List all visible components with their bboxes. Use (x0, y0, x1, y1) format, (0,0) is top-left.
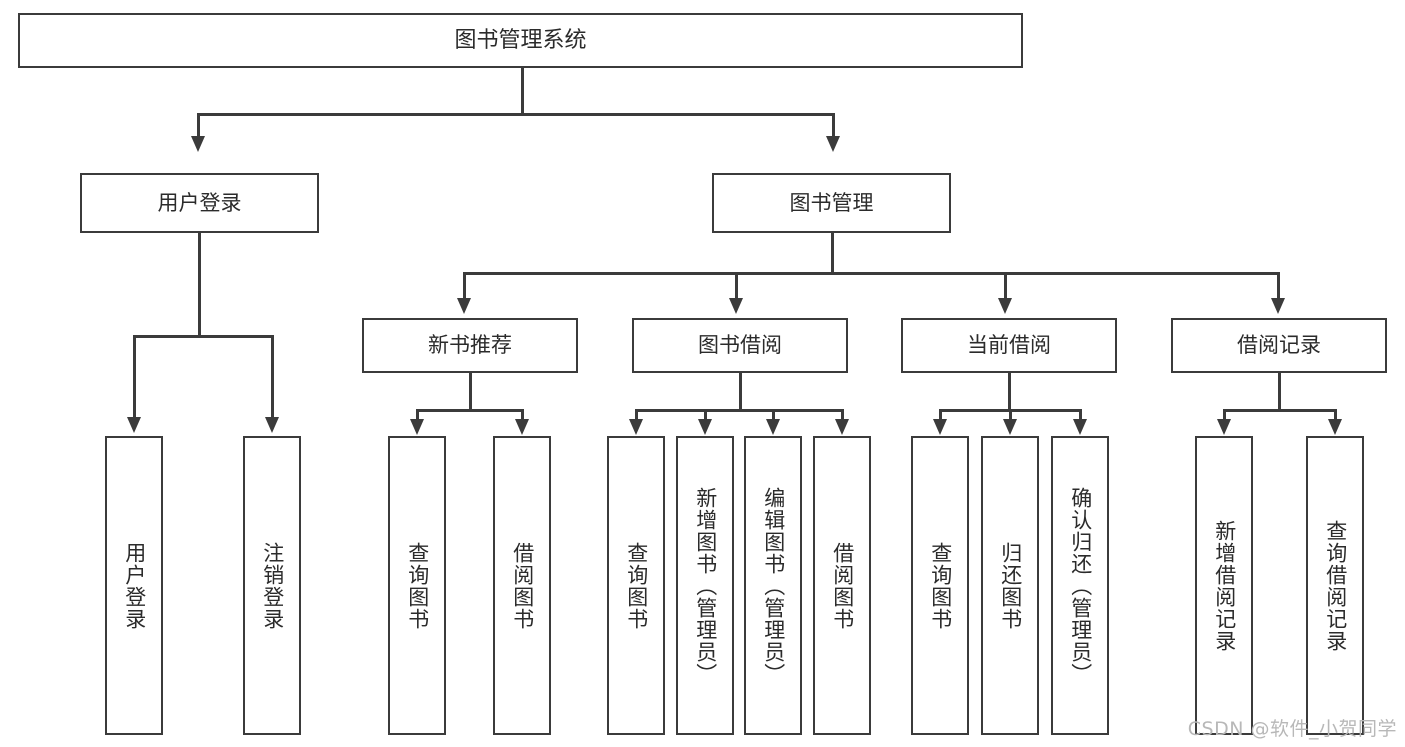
connector-level3-bus (463, 272, 1279, 275)
connector-user-login-stem (198, 233, 201, 335)
leaf-bb-edit-book[interactable]: 编辑图书（管理员） (744, 436, 802, 735)
node-book-borrow[interactable]: 图书借阅 (632, 318, 848, 373)
node-book-management[interactable]: 图书管理 (712, 173, 951, 233)
leaf-label: 查询图书 (928, 541, 953, 630)
connector-bb-leaf-3 (772, 409, 775, 420)
leaf-nbr-borrow-book[interactable]: 借阅图书 (493, 436, 551, 735)
connector-level2-bus (197, 113, 834, 116)
connector-borrow-record-bus (1223, 409, 1336, 412)
leaf-label: 编辑图书（管理员） (761, 486, 786, 685)
leaf-bb-borrow-book[interactable]: 借阅图书 (813, 436, 871, 735)
arrowhead-leaf-bb-borrow-book (835, 419, 849, 435)
arrowhead-leaf-cb-confirm-return (1073, 419, 1087, 435)
leaf-label: 确认归还（管理员） (1068, 486, 1093, 685)
connector-bb-leaf-1 (635, 409, 638, 420)
connector-book-management-stem (831, 233, 834, 272)
leaf-br-add-record[interactable]: 新增借阅记录 (1195, 436, 1253, 735)
leaf-bb-query-book[interactable]: 查询图书 (607, 436, 665, 735)
connector-new-book-recommend-bus (416, 409, 524, 412)
connector-to-book-management (832, 113, 835, 138)
connector-to-current-borrow (1004, 272, 1007, 300)
node-user-login[interactable]: 用户登录 (80, 173, 319, 233)
arrowhead-leaf-bb-add-book (698, 419, 712, 435)
arrowhead-leaf-logout (265, 417, 279, 433)
node-label: 借阅记录 (1237, 333, 1321, 358)
leaf-label: 用户登录 (122, 541, 147, 630)
connector-to-new-book-recommend (463, 272, 466, 300)
connector-br-leaf-1 (1223, 409, 1226, 420)
connector-to-borrow-record (1277, 272, 1280, 300)
node-label: 图书管理系统 (454, 27, 587, 53)
node-current-borrow[interactable]: 当前借阅 (901, 318, 1117, 373)
leaf-label: 查询图书 (405, 541, 430, 630)
leaf-label: 借阅图书 (830, 541, 855, 630)
connector-cb-leaf-3 (1079, 409, 1082, 420)
leaf-label: 新增借阅记录 (1212, 519, 1237, 652)
leaf-br-query-record[interactable]: 查询借阅记录 (1306, 436, 1364, 735)
connector-nbr-leaf-2 (521, 409, 524, 420)
leaf-cb-return-book[interactable]: 归还图书 (981, 436, 1039, 735)
leaf-cb-confirm-return[interactable]: 确认归还（管理员） (1051, 436, 1109, 735)
connector-nbr-leaf-1 (416, 409, 419, 420)
connector-new-book-recommend-stem (469, 373, 472, 409)
arrowhead-current-borrow (998, 298, 1012, 314)
leaf-logout[interactable]: 注销登录 (243, 436, 301, 735)
node-label: 图书管理 (789, 190, 874, 215)
csdn-watermark: CSDN @软件_小贺同学 (1187, 718, 1397, 740)
leaf-label: 归还图书 (998, 541, 1023, 630)
connector-bb-leaf-2 (704, 409, 707, 420)
arrowhead-book-management (826, 136, 840, 152)
leaf-label: 新增图书（管理员） (693, 486, 718, 685)
connector-cb-leaf-2 (1009, 409, 1012, 420)
arrowhead-leaf-nbr-query-book (410, 419, 424, 435)
leaf-cb-query-book[interactable]: 查询图书 (911, 436, 969, 735)
node-label: 图书借阅 (698, 333, 782, 358)
node-label: 新书推荐 (428, 333, 512, 358)
leaf-label: 注销登录 (260, 541, 285, 630)
connector-to-book-borrow (735, 272, 738, 300)
arrowhead-leaf-br-query-record (1328, 419, 1342, 435)
leaf-label: 查询借阅记录 (1323, 519, 1348, 652)
connector-borrow-record-stem (1278, 373, 1281, 409)
node-new-book-recommend[interactable]: 新书推荐 (362, 318, 578, 373)
arrowhead-leaf-bb-query-book (629, 419, 643, 435)
arrowhead-leaf-nbr-borrow-book (515, 419, 529, 435)
connector-book-borrow-bus (635, 409, 843, 412)
connector-book-borrow-stem (739, 373, 742, 409)
connector-to-user-login (197, 113, 200, 138)
leaf-nbr-query-book[interactable]: 查询图书 (388, 436, 446, 735)
arrowhead-leaf-bb-edit-book (766, 419, 780, 435)
leaf-label: 查询图书 (624, 541, 649, 630)
leaf-bb-add-book[interactable]: 新增图书（管理员） (676, 436, 734, 735)
connector-bb-leaf-4 (841, 409, 844, 420)
node-root-book-management-system[interactable]: 图书管理系统 (18, 13, 1023, 68)
leaf-user-login[interactable]: 用户登录 (105, 436, 163, 735)
node-label: 用户登录 (157, 190, 242, 215)
node-label: 当前借阅 (967, 333, 1051, 358)
connector-current-borrow-stem (1008, 373, 1011, 409)
arrowhead-leaf-cb-return-book (1003, 419, 1017, 435)
arrowhead-book-borrow (729, 298, 743, 314)
connector-root-stem (521, 68, 524, 113)
connector-user-login-leaf-1 (133, 335, 136, 418)
connector-cb-leaf-1 (939, 409, 942, 420)
arrowhead-new-book-recommend (457, 298, 471, 314)
arrowhead-leaf-cb-query-book (933, 419, 947, 435)
arrowhead-leaf-user-login (127, 417, 141, 433)
connector-br-leaf-2 (1334, 409, 1337, 420)
arrowhead-user-login (191, 136, 205, 152)
connector-user-login-bus (133, 335, 273, 338)
node-borrow-record[interactable]: 借阅记录 (1171, 318, 1387, 373)
arrowhead-borrow-record (1271, 298, 1285, 314)
leaf-label: 借阅图书 (510, 541, 535, 630)
connector-user-login-leaf-2 (271, 335, 274, 418)
arrowhead-leaf-br-add-record (1217, 419, 1231, 435)
